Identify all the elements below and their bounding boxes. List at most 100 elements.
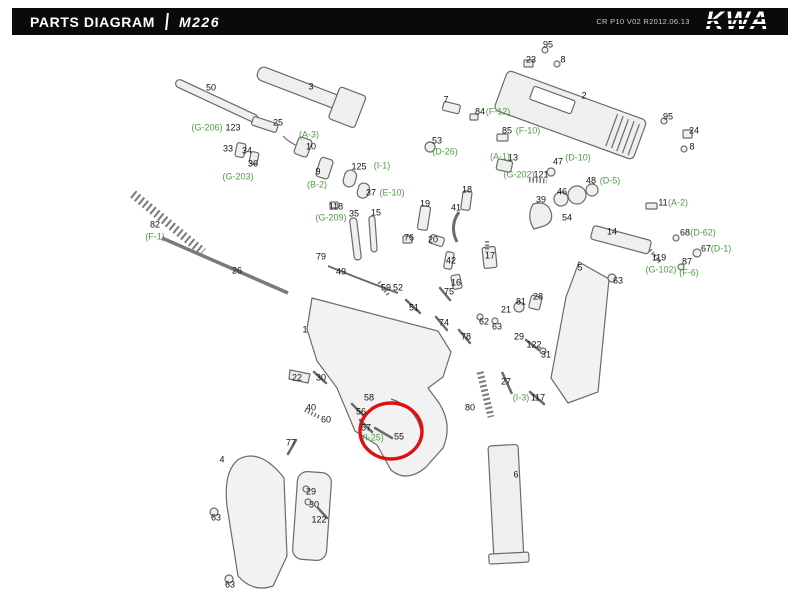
ref-code-g-209: (G-209) bbox=[315, 212, 347, 223]
part-number-36: 36 bbox=[247, 158, 259, 169]
ref-code-d-10: (D-10) bbox=[565, 152, 591, 163]
part-number-19: 19 bbox=[419, 198, 431, 209]
part-number-77: 77 bbox=[285, 437, 297, 448]
part-number-49: 49 bbox=[335, 266, 347, 277]
part-number-80: 80 bbox=[464, 402, 476, 413]
part-number-11: 11 bbox=[658, 197, 668, 208]
part-number-33: 33 bbox=[222, 143, 234, 154]
part-number-54: 54 bbox=[561, 212, 573, 223]
ref-code-e-10: (E-10) bbox=[379, 187, 405, 198]
part-number-57: 57 bbox=[360, 422, 372, 433]
part-number-15: 15 bbox=[370, 207, 382, 218]
part-number-81: 81 bbox=[515, 296, 527, 307]
part-number-125: 125 bbox=[351, 161, 367, 172]
part-number-63: 63 bbox=[224, 579, 236, 590]
part-number-2: 2 bbox=[581, 90, 587, 101]
part-number-5: 5 bbox=[577, 262, 583, 273]
part-number-17: 17 bbox=[484, 250, 496, 261]
part-number-30: 30 bbox=[308, 499, 320, 510]
part-number-56: 56 bbox=[355, 406, 367, 417]
part-number-55: 55 bbox=[393, 431, 405, 442]
ref-code-a-1: (A-1) bbox=[490, 151, 510, 162]
part-number-35: 35 bbox=[348, 208, 360, 219]
part-number-51: 51 bbox=[408, 302, 420, 313]
part-number-14: 14 bbox=[606, 226, 618, 237]
part-number-27: 27 bbox=[500, 376, 512, 387]
part-number-59: 59 bbox=[380, 282, 392, 293]
header-bar: PARTS DIAGRAM M226 CR P10 V02 R2012.06.1… bbox=[12, 8, 788, 35]
part-number-63: 63 bbox=[210, 512, 222, 523]
part-number-20: 20 bbox=[427, 234, 439, 245]
part-number-23: 23 bbox=[525, 54, 537, 65]
part-number-85: 85 bbox=[501, 125, 513, 136]
part-number-37: 37 bbox=[365, 187, 377, 198]
part-number-26: 26 bbox=[231, 265, 243, 276]
ref-code-i-3: (I-3) bbox=[512, 392, 530, 403]
part-number-67: 67 bbox=[700, 243, 712, 254]
part-number-22: 22 bbox=[291, 372, 303, 383]
part-number-47: 47 bbox=[552, 156, 564, 167]
part-number-42: 42 bbox=[445, 255, 457, 266]
part-number-119: 119 bbox=[651, 252, 667, 263]
ref-code-a-2: (A-2) bbox=[668, 197, 688, 208]
part-number-29: 29 bbox=[305, 486, 317, 497]
part-number-82: 82 bbox=[149, 219, 161, 230]
part-number-1: 1 bbox=[302, 324, 308, 335]
part-number-122: 122 bbox=[311, 514, 327, 525]
part-number-87: 87 bbox=[681, 256, 693, 267]
ref-code-d-62: (D-62) bbox=[690, 227, 716, 238]
ref-code-i-1: (I-1) bbox=[373, 160, 391, 171]
part-number-34: 34 bbox=[241, 145, 253, 156]
part-number-31: 31 bbox=[540, 349, 552, 360]
part-number-75: 75 bbox=[443, 286, 455, 297]
ref-code-g-102: (G-102) bbox=[645, 264, 677, 275]
part-number-74: 74 bbox=[438, 317, 450, 328]
part-number-4: 4 bbox=[219, 454, 225, 465]
part-number-28: 28 bbox=[532, 291, 544, 302]
part-number-48: 48 bbox=[585, 175, 597, 186]
revision-text: CR P10 V02 R2012.06.13 bbox=[596, 17, 690, 26]
ref-code-g-206: (G-206) bbox=[191, 122, 223, 133]
ref-code-i-25: (I-25) bbox=[362, 432, 384, 443]
part-number-6: 6 bbox=[513, 469, 519, 480]
part-number-117: 117 bbox=[530, 392, 546, 403]
part-number-40: 40 bbox=[305, 402, 317, 413]
part-number-30: 30 bbox=[315, 372, 327, 383]
part-number-7: 7 bbox=[443, 94, 449, 105]
part-number-123: 123 bbox=[225, 122, 241, 133]
ref-code-b-2: (B-2) bbox=[307, 179, 327, 190]
ref-code-d-1: (D-1) bbox=[710, 243, 732, 254]
ref-code-d-26: (D-26) bbox=[432, 146, 458, 157]
part-number-52: 52 bbox=[392, 282, 404, 293]
part-number-8: 8 bbox=[689, 141, 695, 152]
part-number-68: 68 bbox=[679, 227, 691, 238]
part-number-3: 3 bbox=[308, 81, 314, 92]
part-number-63: 63 bbox=[612, 275, 624, 286]
highlight-circle bbox=[358, 401, 424, 461]
part-number-9: 9 bbox=[315, 166, 321, 177]
part-number-95: 95 bbox=[662, 111, 674, 122]
part-number-8: 8 bbox=[560, 54, 566, 65]
part-number-63: 63 bbox=[491, 321, 503, 332]
part-number-121: 121 bbox=[533, 169, 549, 180]
part-number-41: 41 bbox=[450, 202, 462, 213]
part-number-53: 53 bbox=[431, 135, 443, 146]
part-number-62: 62 bbox=[478, 316, 490, 327]
part-number-39: 39 bbox=[535, 194, 547, 205]
kwa-logo: KWA bbox=[702, 7, 774, 35]
part-number-29: 29 bbox=[513, 331, 525, 342]
part-number-79: 79 bbox=[315, 251, 327, 262]
page-title: PARTS DIAGRAM bbox=[30, 13, 155, 30]
model-name: M226 bbox=[178, 13, 221, 30]
ref-code-g-203: (G-203) bbox=[222, 171, 254, 182]
part-number-21: 21 bbox=[500, 304, 512, 315]
ref-code-g-202: (G-202) bbox=[503, 169, 535, 180]
part-number-25: 25 bbox=[272, 117, 284, 128]
part-number-60: 60 bbox=[320, 414, 332, 425]
part-number-16: 16 bbox=[450, 277, 462, 288]
part-number-24: 24 bbox=[688, 125, 700, 136]
ref-code-d-5: (D-5) bbox=[599, 175, 621, 186]
part-number-50: 50 bbox=[205, 82, 217, 93]
